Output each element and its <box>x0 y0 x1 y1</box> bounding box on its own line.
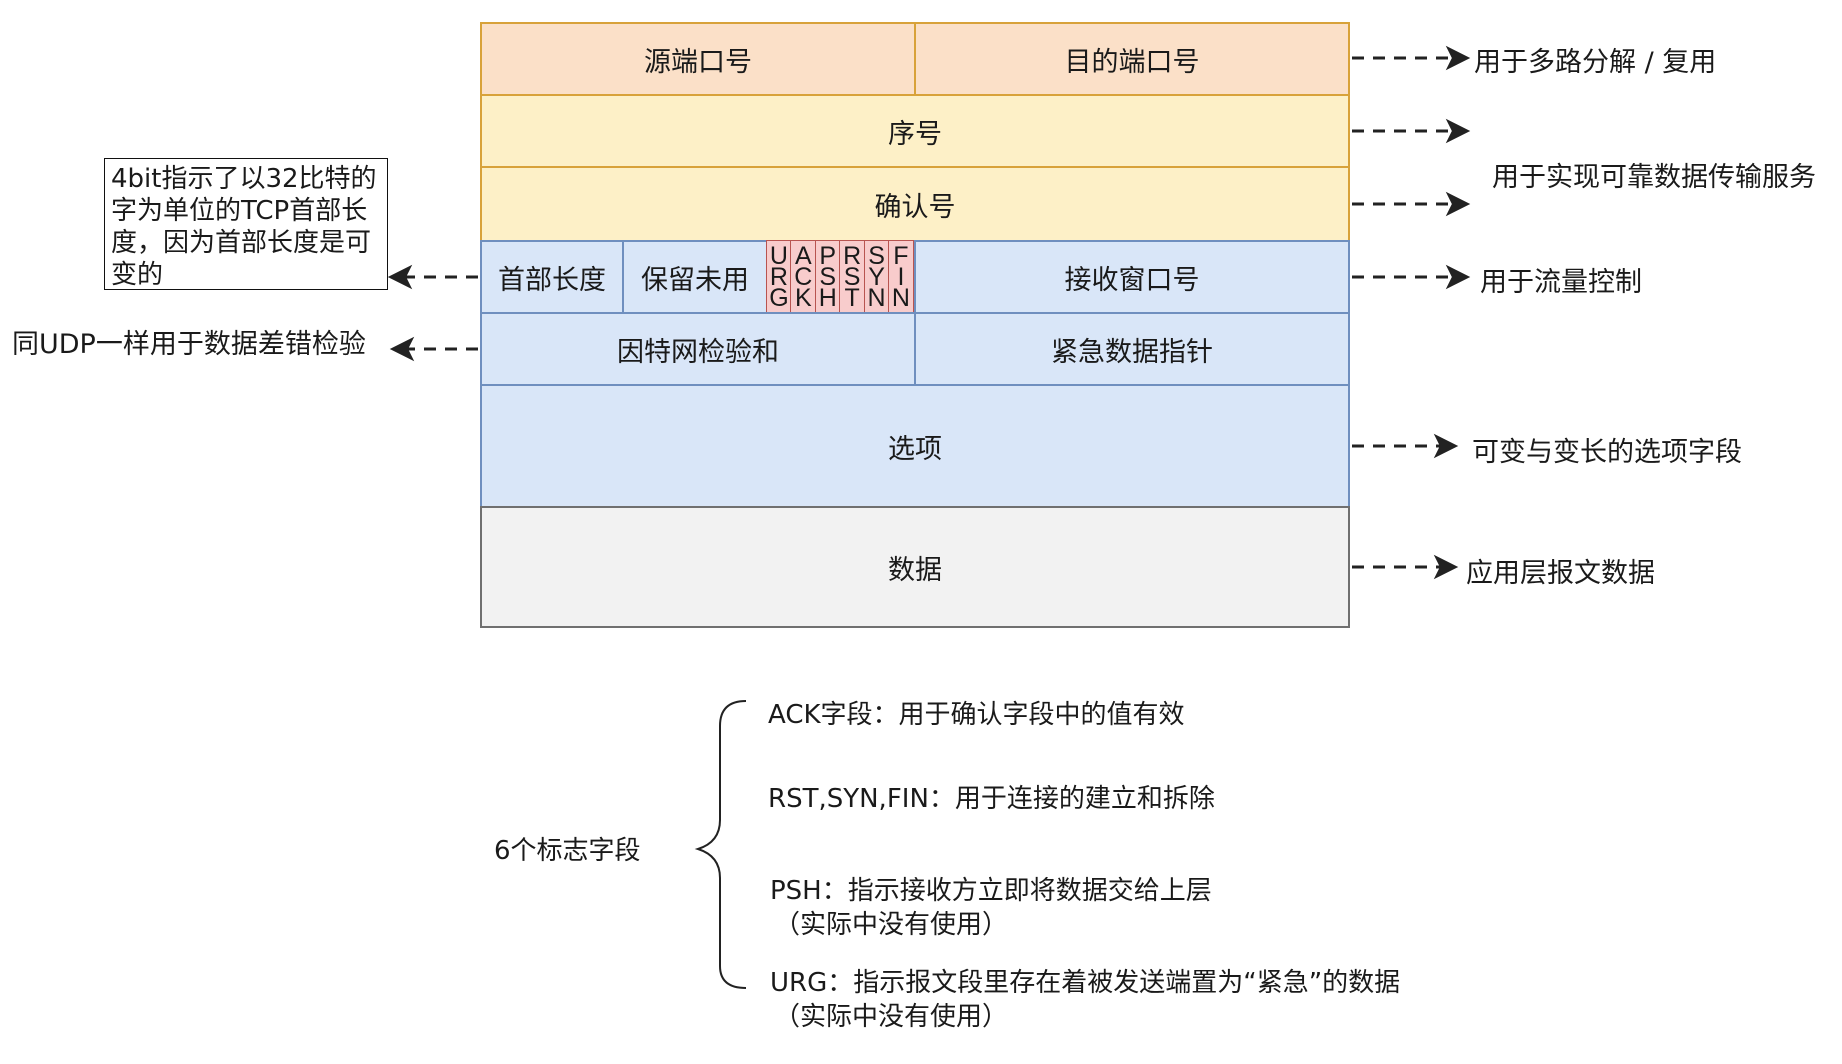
source-port-label: 源端口号 <box>644 46 752 78</box>
legend-psh: PSH：指示接收方立即将数据交给上层 <box>770 876 1212 906</box>
checksum-annotation: 同UDP一样用于数据差错检验 <box>12 329 366 360</box>
arrowhead-options <box>1433 433 1459 459</box>
ports-annotation: 用于多路分解 / 复用 <box>1474 47 1717 78</box>
header-length-note: 4bit指示了以32比特的字为单位的TCP首部长度，因为首部长度是可变的 <box>104 158 388 290</box>
urgent-pointer-label: 紧急数据指针 <box>1051 336 1213 368</box>
source-port-field: 源端口号 <box>480 22 916 96</box>
reliable-annotation: 用于实现可靠数据传输服务 <box>1492 162 1816 193</box>
checksum-field: 因特网检验和 <box>480 312 916 386</box>
reserved-label: 保留未用 <box>641 264 749 296</box>
flag-rst-char: T <box>844 283 860 312</box>
urgent-pointer-field: 紧急数据指针 <box>914 312 1350 386</box>
data-field: 数据 <box>480 506 1350 628</box>
receive-window-label: 接收窗口号 <box>1064 264 1200 296</box>
arrowhead-flow <box>1445 264 1471 290</box>
flag-syn-char: S <box>868 241 885 270</box>
options-label: 选项 <box>888 433 942 465</box>
dest-port-label: 目的端口号 <box>1064 46 1200 78</box>
flag-fin-char: I <box>897 262 905 291</box>
legend-urg-note: （实际中没有使用） <box>774 1002 1009 1032</box>
options-annotation: 可变与变长的选项字段 <box>1472 437 1742 468</box>
sequence-number-label: 序号 <box>888 118 942 150</box>
flow-annotation: 用于流量控制 <box>1480 267 1642 298</box>
flag-ack-char: C <box>794 262 813 291</box>
arrowhead-checksum <box>389 336 415 362</box>
ack-number-field: 确认号 <box>480 166 1350 242</box>
arrowhead-ack <box>1445 191 1471 217</box>
flag-fin-char: F <box>893 241 909 270</box>
arrowhead-seq <box>1445 118 1471 144</box>
flag-fin-char: N <box>891 283 910 312</box>
receive-window-field: 接收窗口号 <box>914 240 1350 314</box>
legend-title: 6个标志字段 <box>494 836 641 866</box>
sequence-number-field: 序号 <box>480 94 1350 168</box>
flag-urg-char: G <box>769 283 789 312</box>
legend-rst-syn-fin: RST,SYN,FIN：用于连接的建立和拆除 <box>768 784 1215 814</box>
reserved-field: 保留未用 <box>622 240 768 314</box>
arrowhead-header-len <box>387 264 413 290</box>
flag-urg-char: R <box>769 262 788 291</box>
flag-syn-char: N <box>867 283 886 312</box>
legend-brace <box>694 700 747 989</box>
flag-syn-char: Y <box>868 262 885 291</box>
options-field: 选项 <box>480 384 1350 508</box>
arrowhead-ports <box>1445 45 1471 71</box>
flag-psh-char: H <box>818 283 837 312</box>
legend-urg: URG：指示报文段里存在着被发送端置为“紧急”的数据 <box>770 968 1401 998</box>
header-length-field: 首部长度 <box>480 240 624 314</box>
flag-rst-char: R <box>843 241 862 270</box>
arrowhead-data <box>1433 554 1459 580</box>
legend-psh-note: （实际中没有使用） <box>774 910 1009 940</box>
flag-psh-char: P <box>819 241 837 270</box>
flag-urg-char: U <box>769 241 788 270</box>
flag-ack-char: K <box>794 283 812 312</box>
data-label: 数据 <box>888 554 942 586</box>
legend-ack: ACK字段：用于确认字段中的值有效 <box>768 700 1185 730</box>
data-annotation: 应用层报文数据 <box>1466 558 1655 589</box>
header-length-label: 首部长度 <box>498 264 606 296</box>
checksum-label: 因特网检验和 <box>617 336 779 368</box>
flag-rst-char: S <box>843 262 861 291</box>
flag-psh-char: S <box>819 262 837 291</box>
flag-ack-char: A <box>794 241 812 270</box>
ack-number-label: 确认号 <box>874 191 956 223</box>
